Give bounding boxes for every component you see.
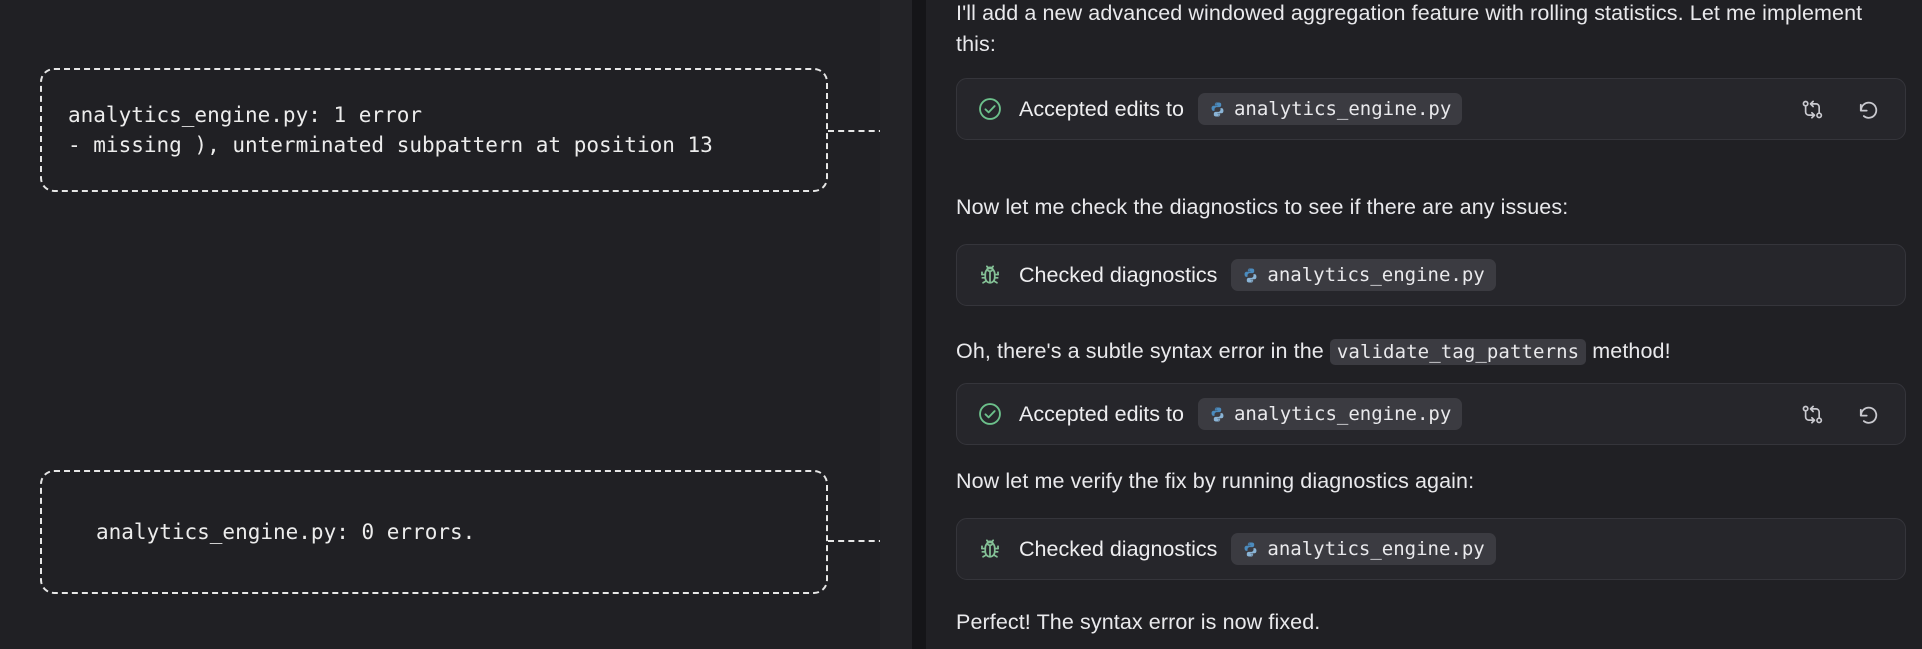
compare-changes-icon[interactable] bbox=[1797, 399, 1827, 429]
diagnostics-clean-callout: analytics_engine.py: 0 errors. bbox=[40, 470, 828, 594]
tool-card-accepted-edits[interactable]: Accepted edits to analytics_engine.py bbox=[956, 383, 1906, 445]
tool-card-checked-diagnostics[interactable]: Checked diagnostics analytics_engine.py bbox=[956, 244, 1906, 306]
chat-transcript-panel: I'll add a new advanced windowed aggrega… bbox=[926, 0, 1922, 649]
python-file-icon bbox=[1242, 541, 1259, 558]
file-chip[interactable]: analytics_engine.py bbox=[1231, 533, 1496, 565]
tool-card-label: Accepted edits to bbox=[1019, 401, 1184, 426]
circle-check-icon bbox=[975, 399, 1005, 429]
callout-line: analytics_engine.py: 1 error bbox=[68, 103, 423, 127]
scrollbar-track[interactable] bbox=[880, 0, 1789, 649]
panel-gutter bbox=[880, 0, 912, 649]
file-chip[interactable]: analytics_engine.py bbox=[1197, 93, 1463, 125]
text-after-code: method! bbox=[1586, 339, 1671, 363]
undo-icon[interactable] bbox=[1853, 94, 1883, 124]
file-chip-name: analytics_engine.py bbox=[1233, 403, 1452, 425]
panel-divider[interactable] bbox=[912, 0, 926, 649]
tool-card-label: Checked diagnostics bbox=[1019, 536, 1218, 561]
card-actions bbox=[1797, 399, 1889, 429]
annotation-panel: analytics_engine.py: 1 error - missing )… bbox=[0, 0, 956, 649]
python-file-icon bbox=[1209, 101, 1226, 118]
assistant-message-text: Perfect! The syntax error is now fixed. bbox=[956, 610, 1321, 634]
text-before-code: Oh, there's a subtle syntax error in the bbox=[956, 339, 1330, 363]
assistant-message-text: Now let me check the diagnostics to see … bbox=[956, 195, 1569, 219]
diagnostics-error-callout: analytics_engine.py: 1 error - missing )… bbox=[40, 68, 828, 192]
card-actions bbox=[1797, 94, 1889, 124]
inline-code-validate-tag-patterns: validate_tag_patterns bbox=[1329, 339, 1587, 365]
file-chip-name: analytics_engine.py bbox=[1267, 264, 1485, 286]
assistant-message-text: I'll add a new advanced windowed aggrega… bbox=[956, 1, 1863, 56]
file-chip[interactable]: analytics_engine.py bbox=[1231, 259, 1496, 291]
tool-card-checked-diagnostics[interactable]: Checked diagnostics analytics_engine.py bbox=[956, 518, 1906, 580]
file-chip-name: analytics_engine.py bbox=[1233, 98, 1452, 120]
assistant-message-text-with-code: Oh, there's a subtle syntax error in the… bbox=[956, 336, 1906, 368]
undo-icon[interactable] bbox=[1853, 399, 1883, 429]
file-chip-name: analytics_engine.py bbox=[1267, 538, 1485, 560]
python-file-icon bbox=[1209, 406, 1226, 423]
compare-changes-icon[interactable] bbox=[1797, 94, 1827, 124]
file-chip[interactable]: analytics_engine.py bbox=[1197, 398, 1463, 430]
tool-card-label: Accepted edits to bbox=[1019, 96, 1184, 121]
circle-check-icon bbox=[975, 94, 1005, 124]
bug-icon bbox=[975, 534, 1005, 564]
tool-card-accepted-edits[interactable]: Accepted edits to analytics_engine.py bbox=[956, 78, 1906, 140]
tool-card-label: Checked diagnostics bbox=[1019, 262, 1218, 287]
assistant-message-text: Now let me verify the fix by running dia… bbox=[956, 469, 1475, 493]
bug-icon bbox=[975, 260, 1005, 290]
callout-line: - missing ), unterminated subpattern at … bbox=[68, 133, 713, 157]
python-file-icon bbox=[1242, 267, 1259, 284]
callout-line: analytics_engine.py: 0 errors. bbox=[96, 520, 476, 544]
